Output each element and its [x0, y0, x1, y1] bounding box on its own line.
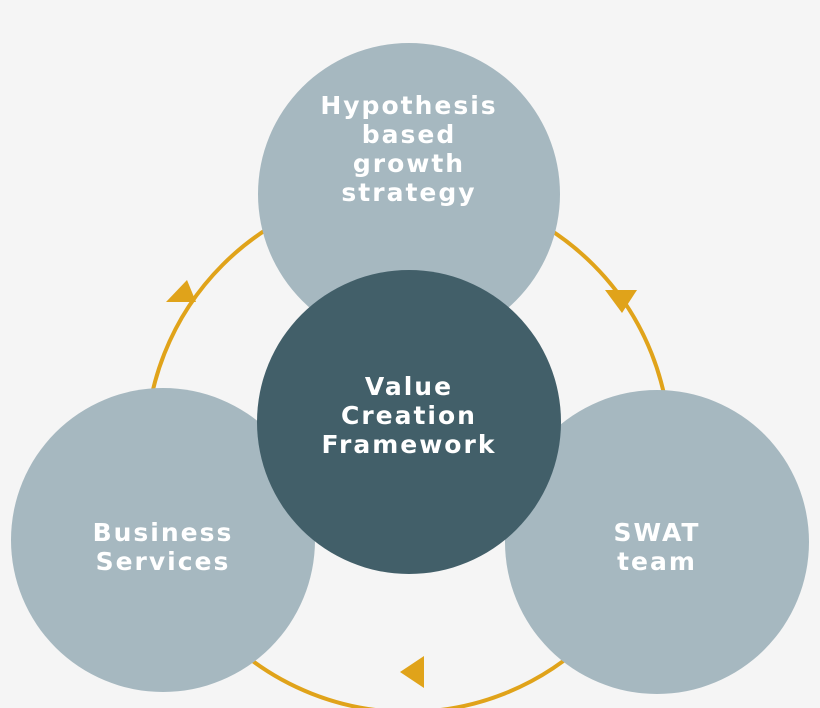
node-left-line: Services — [95, 547, 231, 576]
node-top-line: strategy — [341, 178, 477, 207]
node-center-line: Framework — [321, 429, 497, 459]
node-left-line: Business — [92, 518, 234, 547]
node-top-line: Hypothesis — [320, 91, 498, 120]
node-left-label: Business Services — [93, 518, 234, 576]
node-center-label: Value Creation Framework — [322, 372, 497, 459]
node-right-label: SWAT team — [614, 518, 701, 576]
node-center: Value Creation Framework — [257, 270, 561, 574]
arrowhead-left-to-top — [166, 280, 196, 302]
node-center-line: Value — [364, 371, 454, 401]
arrowhead-top-to-right — [605, 290, 637, 313]
node-right-line: SWAT — [613, 518, 701, 547]
node-top-line: based — [361, 120, 457, 149]
node-top-label: Hypothesis based growth strategy — [320, 91, 497, 207]
node-right-line: team — [617, 547, 697, 576]
node-top-line: growth — [352, 149, 466, 178]
node-center-line: Creation — [340, 400, 477, 430]
arrowhead-right-to-left — [400, 656, 424, 688]
